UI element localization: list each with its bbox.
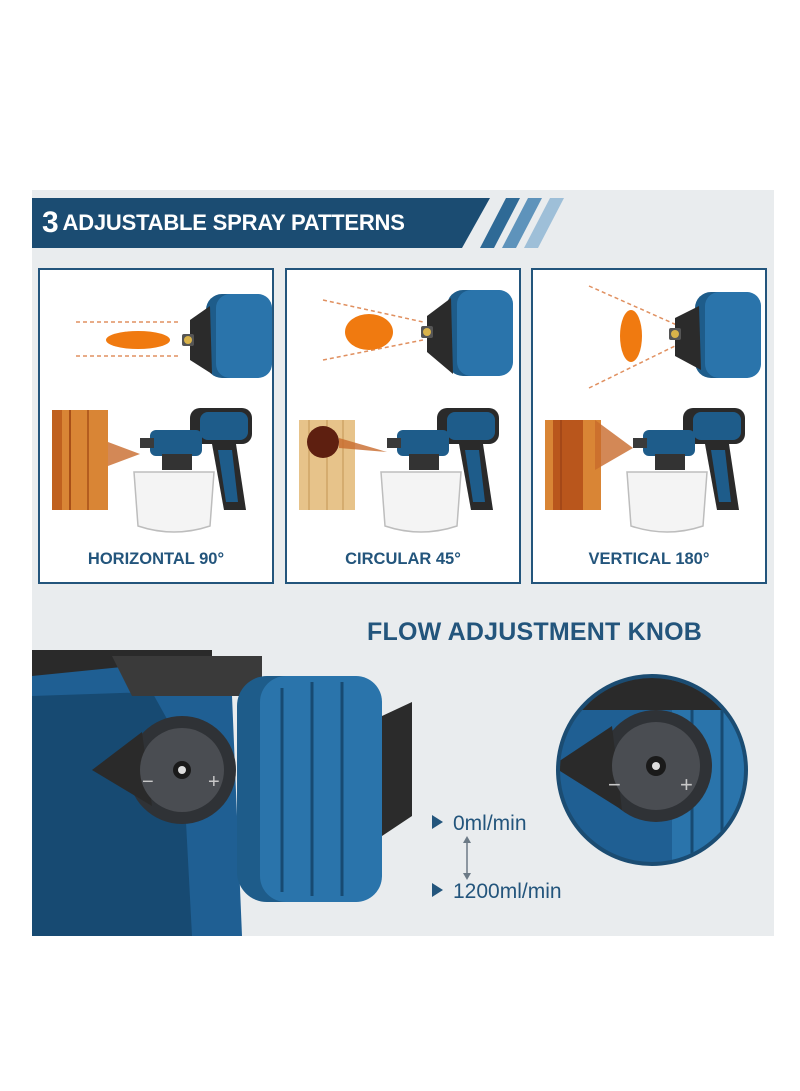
flow-min-label: 0ml/min bbox=[453, 812, 527, 835]
pattern-card-circular: CIRCULAR 45° bbox=[285, 268, 521, 584]
header-number: 3 bbox=[42, 206, 59, 239]
knob-magnifier-icon: − + bbox=[556, 674, 748, 866]
header-stripes bbox=[434, 198, 564, 248]
svg-text:+: + bbox=[680, 772, 693, 797]
horizontal-spray-icon bbox=[52, 294, 272, 533]
header-title-text: ADJUSTABLE SPRAY PATTERNS bbox=[62, 210, 405, 235]
pattern-card-horizontal: HORIZONTAL 90° bbox=[38, 268, 274, 584]
play-arrow-icon bbox=[432, 815, 443, 829]
svg-text:−: − bbox=[608, 772, 621, 797]
svg-text:−: − bbox=[142, 771, 154, 793]
flow-title: FLOW ADJUSTMENT KNOB bbox=[367, 618, 702, 646]
pattern-label-vertical: VERTICAL 180° bbox=[588, 550, 710, 568]
pattern-label-circular: CIRCULAR 45° bbox=[345, 550, 461, 568]
flow-max-row: 1200ml/min bbox=[432, 880, 562, 904]
vertical-spray-icon bbox=[545, 285, 761, 533]
flow-min-row: 0ml/min bbox=[432, 812, 527, 836]
circular-spray-icon bbox=[299, 290, 513, 533]
flow-max-label: 1200ml/min bbox=[453, 880, 562, 903]
svg-text:+: + bbox=[208, 771, 220, 793]
double-arrow-icon bbox=[463, 836, 471, 880]
spray-gun-closeup-icon: − + bbox=[32, 650, 412, 936]
pattern-card-vertical: VERTICAL 180° bbox=[531, 268, 767, 584]
pattern-label-horizontal: HORIZONTAL 90° bbox=[87, 550, 225, 568]
play-arrow-icon bbox=[432, 883, 443, 897]
